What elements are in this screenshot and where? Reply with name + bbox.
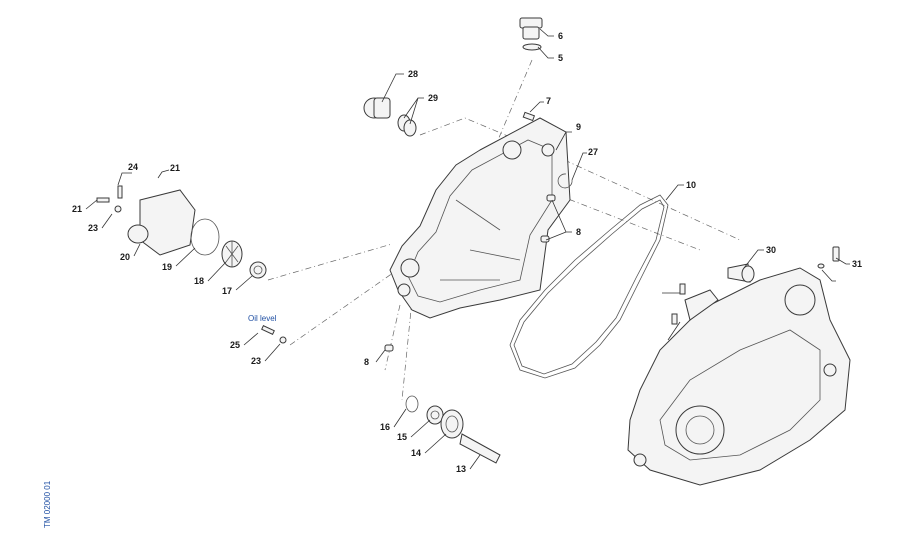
callout-8-lower: 8 [364,357,369,367]
seal-part-27 [727,263,755,283]
callout-26: 27 [588,147,598,157]
pump-inner-parts [190,218,267,279]
callout-11: 13 [456,464,466,474]
gasket-part-10 [509,194,669,379]
bolt-part-28 [817,246,840,269]
callout-16: 18 [194,276,204,286]
callout-17: 19 [162,262,172,272]
callout-6: 6 [558,31,563,41]
dowel-pins-part-8 [384,194,556,352]
callout-18: 20 [120,252,130,262]
callout-20-lower: 23 [251,356,261,366]
oil-level-screw [261,324,287,344]
callout-9: 9 [576,122,581,132]
clutch-cover-part-9 [389,117,571,319]
callout-19-left: 21 [72,204,82,214]
callout-8-upper: 8 [576,227,581,237]
water-pump-shaft-parts [405,395,501,464]
callout-24: 28 [408,69,418,79]
callout-15: 17 [222,286,232,296]
bolt-part-7 [522,111,536,122]
callout-25: 29 [428,93,438,103]
callout-20-upper: 23 [88,223,98,233]
callout-14: 16 [380,422,390,432]
circlip-part-26 [557,173,573,189]
callout-7: 7 [546,96,551,106]
oil-level-note: Oil level [248,314,277,323]
callout-19-right: 21 [170,163,180,173]
callout-27: 30 [766,245,776,255]
callout-28: 31 [852,259,862,269]
callout-23: 25 [230,340,240,350]
callout-13: 15 [397,432,407,442]
callout-10: 10 [686,180,696,190]
callout-21: 24 [128,162,138,172]
callout-5: 5 [558,53,563,63]
leader-lines [85,28,850,470]
callout-labels: 6 5 7 9 27 10 8 8 28 29 30 31 24 21 21 2… [72,31,862,474]
document-id: TM 02000 01 [43,480,52,528]
crankcase-half [627,267,851,486]
callout-12: 14 [411,448,421,458]
plug-part-24 [363,97,417,137]
bracket-part-31 [671,283,719,325]
water-pump-cover-part-18 [96,185,196,256]
plug-part-6 [519,17,543,51]
